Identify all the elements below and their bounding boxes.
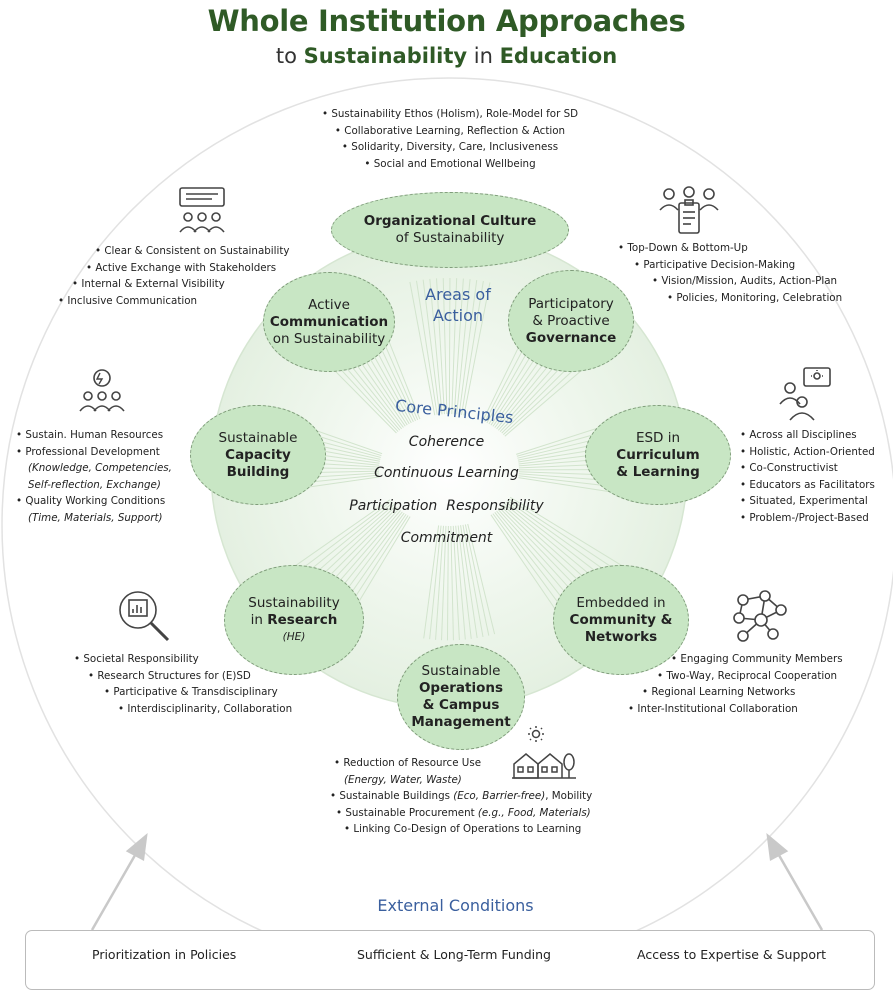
teacher-idea-icon [776,366,834,422]
list-item: • Holistic, Action-Oriented [740,444,875,461]
list-item: • Inter-Institutional Collaboration [626,701,843,718]
list-item: • Sustain. Human Resources [16,427,172,444]
list-item: • Sustainable Procurement (e.g., Food, M… [330,805,592,822]
list-item: (Time, Materials, Support) [16,510,172,527]
list-item: • Solidarity, Diversity, Care, Inclusive… [250,139,650,156]
list-item: • Across all Disciplines [740,427,875,444]
list-item: Self-reflection, Exchange) [16,477,172,494]
network-people-icon [729,588,793,644]
bullets-communication: • Clear & Consistent on Sustainability •… [56,243,290,309]
external-condition-expertise: Access to Expertise & Support [637,947,826,962]
list-item: • Social and Emotional Wellbeing [250,156,650,173]
list-item: • Quality Working Conditions [16,493,172,510]
team-idea-icon [76,368,128,418]
external-arrows [92,836,822,930]
bullets-org-culture: • Sustainability Ethos (Holism), Role-Mo… [250,106,650,172]
list-item: • Linking Co-Design of Operations to Lea… [330,821,592,838]
list-item: • Professional Development [16,444,172,461]
list-item: • Engaging Community Members [626,651,843,668]
bullets-community: • Engaging Community Members • Two-Way, … [626,651,843,717]
list-item: • Internal & External Visibility [56,276,290,293]
list-item: • Inclusive Communication [56,293,290,310]
list-item: • Situated, Experimental [740,493,875,510]
list-item: • Two-Way, Reciprocal Cooperation [626,668,843,685]
list-item: • Educators as Facilitators [740,477,875,494]
core-principle-commitment: Commitment [0,530,893,546]
list-item: • Policies, Monitoring, Celebration [618,290,842,307]
list-item: • Problem-/Project-Based [740,510,875,527]
bullets-capacity: • Sustain. Human Resources • Professiona… [16,427,172,527]
list-item: • Regional Learning Networks [626,684,843,701]
list-item: • Sustainability Ethos (Holism), Role-Mo… [250,106,650,123]
list-item: • Clear & Consistent on Sustainability [56,243,290,260]
list-item: • Participative Decision-Making [618,257,842,274]
list-item: • Active Exchange with Stakeholders [56,260,290,277]
sustainable-buildings-icon [510,724,578,782]
list-item: • Societal Responsibility [72,651,292,668]
list-item: • Research Structures for (E)SD [72,668,292,685]
bullets-curriculum: • Across all Disciplines • Holistic, Act… [740,427,875,527]
list-item: • Interdisciplinarity, Collaboration [72,701,292,718]
list-item: • Sustainable Buildings (Eco, Barrier-fr… [330,788,592,805]
list-item: • Top-Down & Bottom-Up [618,240,842,257]
list-item: • Collaborative Learning, Reflection & A… [250,123,650,140]
external-conditions-label: External Conditions [0,896,893,915]
team-clipboard-icon [657,186,721,242]
list-item: • Co-Constructivist [740,460,875,477]
presentation-audience-icon [176,186,228,240]
research-magnifier-icon [116,588,174,646]
list-item: • Participative & Transdisciplinary [72,684,292,701]
bullets-research: • Societal Responsibility • Research Str… [72,651,292,717]
bullets-governance: • Top-Down & Bottom-Up • Participative D… [618,240,842,306]
external-condition-policies: Prioritization in Policies [92,947,236,962]
list-item: • Vision/Mission, Audits, Action-Plan [618,273,842,290]
list-item: (Knowledge, Competencies, [16,460,172,477]
external-condition-funding: Sufficient & Long-Term Funding [357,947,551,962]
